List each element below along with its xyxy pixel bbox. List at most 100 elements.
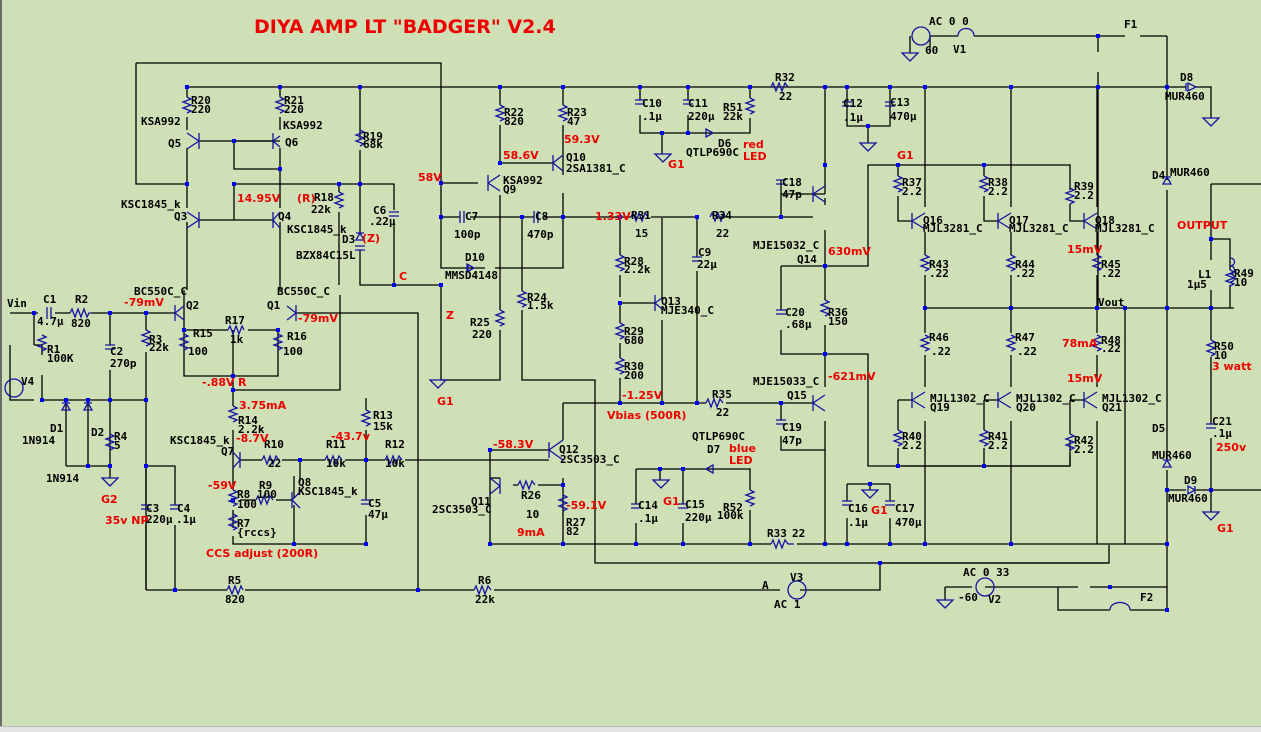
current-3-75ma: 3.75mA xyxy=(239,399,287,412)
junction-dot xyxy=(86,398,90,402)
r21-ref: R21 xyxy=(284,94,304,107)
junction-dot xyxy=(561,483,565,487)
r19-ref: R19 xyxy=(363,130,383,143)
r11-value: 10k xyxy=(326,457,346,470)
r30-value: 200 xyxy=(624,369,644,382)
r1-ref: R1 xyxy=(47,343,61,356)
r27-ref: R27 xyxy=(566,516,586,529)
junction-dot xyxy=(923,85,927,89)
voltage-minus-58-3v: -58.3V xyxy=(493,438,534,451)
junction-dot xyxy=(681,542,685,546)
net-r: R xyxy=(238,376,247,389)
net-z-paren: (Z) xyxy=(362,232,380,245)
c17-value: 470µ xyxy=(895,516,922,529)
r40-ref: R40 xyxy=(902,430,922,443)
junction-dot xyxy=(823,85,827,89)
junction-dot xyxy=(845,542,849,546)
junction-dot xyxy=(278,85,282,89)
voltage-630mv: 630mV xyxy=(828,245,871,258)
r9-value: 100 xyxy=(257,488,277,501)
r49-value: 10 xyxy=(1234,276,1247,289)
r32-value: 22 xyxy=(779,90,792,103)
d2-value: 1N914 xyxy=(46,472,79,485)
d2-ref: D2 xyxy=(91,426,104,439)
q13-ref: Q13 xyxy=(661,295,681,308)
f1-ref: F1 xyxy=(1124,18,1138,31)
r6-value: 22k xyxy=(475,593,495,606)
r18-value: 22k xyxy=(311,203,331,216)
junction-dot xyxy=(1209,237,1213,241)
junction-dot xyxy=(64,398,68,402)
c7-ref: C7 xyxy=(465,210,478,223)
junction-dot xyxy=(1209,488,1213,492)
r32-ref: R32 xyxy=(775,71,795,84)
r39-value: 2.2 xyxy=(1074,189,1094,202)
red-led-note-2: LED xyxy=(743,150,767,163)
horizontal-scrollbar[interactable] xyxy=(0,726,1261,732)
voltage-minus-59-1v: -59.1V xyxy=(566,499,607,512)
voltage-15mv-bottom: 15mV xyxy=(1067,372,1103,385)
r25-ref: R25 xyxy=(470,316,490,329)
ground-g1-label-3: G1 xyxy=(663,495,680,508)
annotations: 58V 58.6V 59.3V 14.95V 1.33V -79mV -79mV… xyxy=(105,133,1252,560)
r12-value: 10k xyxy=(385,457,405,470)
q12-value: 2SC3503_C xyxy=(560,453,620,466)
c10-value: .1µ xyxy=(642,110,662,123)
r5-value: 820 xyxy=(225,593,245,606)
junction-dot xyxy=(337,182,341,186)
c20-value: .68µ xyxy=(785,318,812,331)
junction-dot xyxy=(1108,585,1112,589)
junction-dot xyxy=(618,301,622,305)
r51-value: 22k xyxy=(723,110,743,123)
junction-dot xyxy=(144,464,148,468)
q12-ref: Q12 xyxy=(559,443,579,456)
r33-value: 22 xyxy=(792,527,805,540)
q20-ref: Q20 xyxy=(1016,401,1036,414)
r28-ref: R28 xyxy=(624,255,644,268)
junction-dot xyxy=(488,542,492,546)
r43-ref: R43 xyxy=(929,258,949,271)
junction-dot xyxy=(638,85,642,89)
junction-dot xyxy=(488,448,492,452)
schematic-title: DIYA AMP LT "BADGER" V2.4 xyxy=(254,16,556,38)
junction-dot xyxy=(416,588,420,592)
r3-ref: R3 xyxy=(149,333,162,346)
r41-ref: R41 xyxy=(988,430,1008,443)
v3-spec: AC 1 xyxy=(774,598,801,611)
r21-value: 220 xyxy=(284,103,304,116)
q9-value: KSA992 xyxy=(503,174,543,187)
junction-dot xyxy=(868,482,872,486)
r45-value: .22 xyxy=(1101,267,1121,280)
c14-value: .1µ xyxy=(638,512,658,525)
junction-dot xyxy=(439,215,443,219)
c7-value: 100p xyxy=(454,228,481,241)
q8-value: KSC1845_k xyxy=(298,485,358,498)
voltage-minus-59v: -59V xyxy=(208,479,237,492)
r19-value: 68k xyxy=(363,138,383,151)
q21-ref: Q21 xyxy=(1102,401,1122,414)
c8-value: 470p xyxy=(527,228,554,241)
net-vout: Vout xyxy=(1098,296,1125,309)
junction-dot xyxy=(779,401,783,405)
c17-ref: C17 xyxy=(895,502,915,515)
q2-ref: Q2 xyxy=(186,299,199,312)
r9-ref: R9 xyxy=(259,479,272,492)
r37-value: 2.2 xyxy=(902,185,922,198)
r15-value: 100 xyxy=(188,345,208,358)
ground-g2-label: G2 xyxy=(101,493,118,506)
r42-ref: R42 xyxy=(1074,434,1094,447)
r43-value: .22 xyxy=(929,267,949,280)
r33-ref: R33 xyxy=(767,527,787,540)
q5-value: KSA992 xyxy=(141,115,181,128)
q11-ref: Q11 xyxy=(471,495,491,508)
junction-dot xyxy=(1095,306,1099,310)
q13-value: MJE340_C xyxy=(661,304,714,317)
c11-ref: C11 xyxy=(688,97,708,110)
r42-value: 2.2 xyxy=(1074,443,1094,456)
ground-g1-label: G1 xyxy=(437,395,454,408)
d9-ref: D9 xyxy=(1184,474,1197,487)
c9-value: 22µ xyxy=(697,258,717,271)
d10-value: MMSD4148 xyxy=(445,269,498,282)
